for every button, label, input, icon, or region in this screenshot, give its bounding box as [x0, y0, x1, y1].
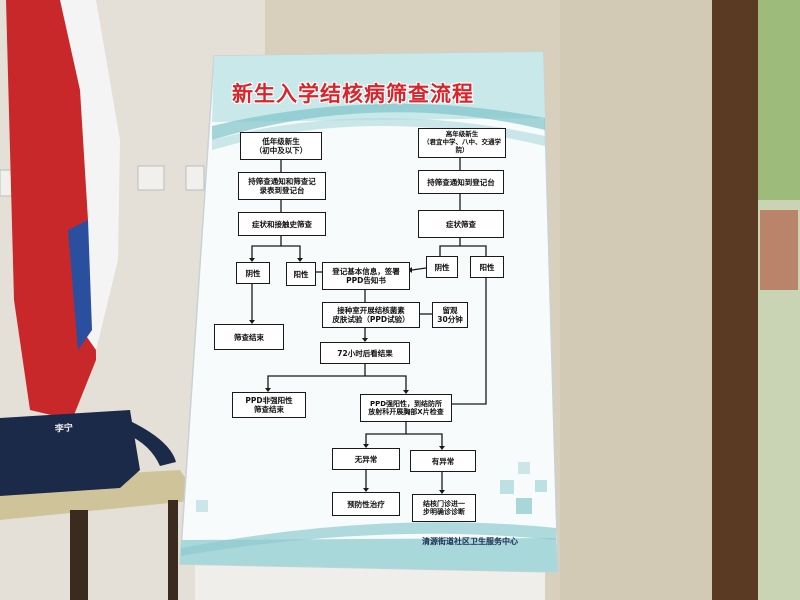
high-negative-box: 阴性	[426, 256, 458, 278]
check-72h-box: 72小时后看结果	[320, 342, 410, 364]
low-symptom-screen-box: 症状和接触史筛查	[238, 212, 326, 236]
ppd-test-box: 接种室开展结核菌素 皮肤试验（PPD试验）	[322, 302, 420, 328]
ppd-nonstrong-box: PPD非强阳性 筛查结束	[232, 392, 306, 418]
abnormal-box: 有异常	[410, 450, 476, 472]
door-frame	[712, 0, 758, 600]
high-symptom-screen-box: 症状筛查	[418, 210, 504, 238]
white-flag-stripe	[60, 0, 120, 350]
low-register-box: 持筛查通知和筛查记 录表到登记台	[238, 172, 326, 200]
wall-switch	[185, 165, 205, 191]
screen-end-box: 筛查结束	[214, 324, 284, 350]
tote-bag	[0, 410, 140, 496]
poster-footer-band	[180, 538, 558, 572]
poster-banner	[212, 52, 545, 122]
stay-30min-box: 留观 30分钟	[432, 302, 468, 328]
register-info-box: 登记基本信息，签署 PPD告知书	[322, 262, 410, 290]
tb-clinic-box: 结核门诊进一 步明确诊诊断	[412, 494, 476, 522]
flow-arrows	[251, 158, 487, 490]
ppd-strong-box: PPD强阳性，到结防所 放射科开展胸部X片检查	[360, 394, 452, 422]
normal-box: 无异常	[332, 448, 400, 470]
table-leg	[70, 510, 88, 600]
low-negative-box: 阴性	[236, 262, 270, 284]
poster-footer: 清源街道社区卫生服务中心	[422, 537, 518, 546]
high-grade-box: 高年级新生 （君宜中学、八中、交通学院）	[418, 128, 506, 158]
low-positive-box: 阳性	[286, 262, 316, 286]
blue-flag-stripe	[68, 220, 92, 350]
wall-socket	[137, 165, 165, 191]
high-positive-box: 阳性	[470, 256, 504, 278]
high-register-box: 持筛查通知到登记台	[418, 170, 504, 194]
red-flag	[6, 0, 96, 420]
preventive-treatment-box: 预防性治疗	[332, 492, 400, 516]
low-grade-box: 低年级新生 （初中及以下）	[240, 132, 322, 160]
poster-title: 新生入学结核病筛查流程	[232, 82, 474, 106]
